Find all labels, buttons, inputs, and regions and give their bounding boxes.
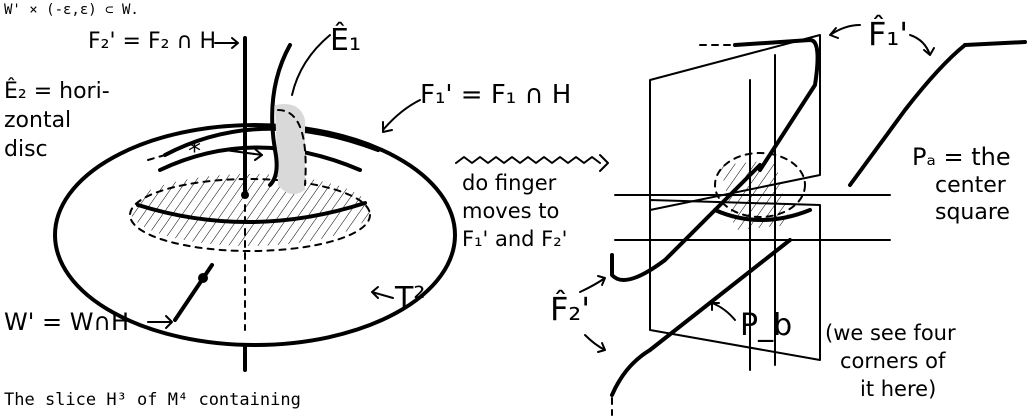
paren-note-line3: it here)	[860, 377, 936, 401]
star-marker: *	[188, 137, 201, 167]
w-prime-line	[175, 265, 212, 320]
f2-label-arrow	[215, 38, 238, 48]
w-label-arrow	[148, 316, 172, 328]
f1-hat-arrow-left	[830, 25, 860, 38]
e1-hat-label: Ê₁	[330, 22, 361, 58]
pa-label-line3: square	[935, 200, 1010, 225]
pa-label-line1: Pₐ = the	[912, 143, 1011, 171]
e2-hat-label-line3: disc	[4, 137, 48, 162]
f2-hat-arrow-upper	[580, 276, 605, 292]
e1-label-arrow	[292, 35, 330, 95]
paren-note-line2: corners of	[840, 349, 946, 373]
f1-hat-arrow-right	[910, 35, 934, 55]
pa-label-line2: center	[935, 173, 1007, 198]
caption-text: The slice H³ of M⁴ containing	[4, 390, 301, 410]
torus-figure: * F₂' = F₂ ∩ H Ê₁ Ê₂ = hori- zontal disc…	[4, 22, 571, 370]
t2-label: T²	[394, 281, 425, 316]
wavy-arrow	[456, 157, 600, 163]
pb-arrow	[712, 303, 735, 320]
paren-note-line1: (we see four	[825, 321, 956, 345]
f1-label-arrow	[383, 100, 420, 132]
w-prime-label: W' = W∩H	[4, 308, 129, 336]
f2-hat-label: F̂₂'	[550, 290, 590, 328]
f2-hat-arrow-lower	[585, 335, 605, 352]
t2-label-arrow	[372, 287, 393, 298]
instruction-line1: do finger	[462, 171, 557, 195]
e1-hat-surface	[275, 104, 305, 194]
e2-hat-label-line2: zontal	[4, 108, 71, 133]
f1-prime-label: F₁' = F₁ ∩ H	[420, 80, 571, 110]
top-fragment-text: W' × (-ε,ε) ⊂ W.	[4, 2, 139, 18]
f1-prime-dotted	[148, 155, 165, 160]
pb-label: P_b	[740, 308, 792, 343]
w-prime-point	[198, 273, 208, 283]
finger-move-instruction: do finger moves to F₁' and F₂'	[456, 155, 608, 251]
wavy-arrow-head	[600, 155, 608, 171]
squares-figure: F̂₁' Pₐ = the center square F̂₂' P_b (we…	[550, 15, 1025, 415]
f2-prime-label: F₂' = F₂ ∩ H	[88, 29, 216, 54]
e2-hat-label-line1: Ê₂ = hori-	[4, 78, 110, 104]
f1-hat-label: F̂₁'	[868, 15, 908, 53]
instruction-line2: moves to	[462, 199, 559, 223]
f1-hat-lower	[965, 42, 1025, 45]
f1-hat-upper	[735, 40, 818, 170]
axis-disc-point	[241, 191, 249, 199]
instruction-line3: F₁' and F₂'	[462, 227, 567, 251]
